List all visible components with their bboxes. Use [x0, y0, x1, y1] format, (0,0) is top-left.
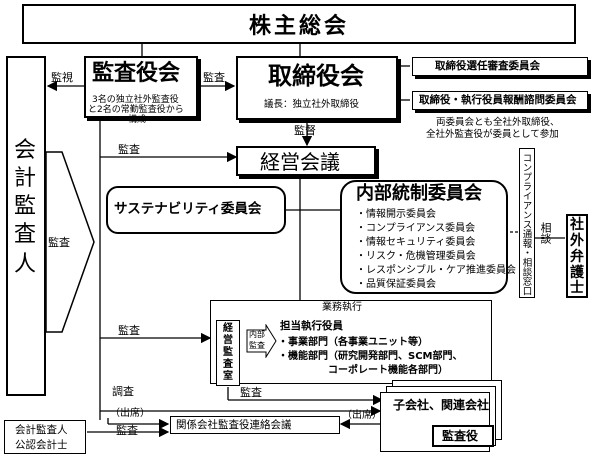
auditors-board-note-3: 構成 [128, 115, 147, 125]
compliance-desk-label: コンプライアンス通報・相談窓口 [520, 153, 532, 296]
label-shusseki-left: （出席） [110, 408, 150, 419]
label-kansa-business: 監査 [118, 324, 140, 337]
audit-office-char-3: 監 [223, 347, 233, 358]
internal-audit-label-1: 内部 [249, 330, 265, 339]
outside-lawyer-char-3: 弁 [570, 249, 584, 265]
cpa-box: 会計監査人 公認会計士 [4, 420, 86, 454]
label-kanshi: 監視 [51, 71, 73, 84]
consultation-label: 相談 [539, 222, 552, 244]
accounting-auditor-char-2: 計 [14, 166, 37, 191]
function-division-line-1: ・機能部門（研究開発部門、SCM部門、 [278, 351, 463, 362]
audit-office-char-5: 室 [223, 371, 233, 382]
auditors-board-note-2: と2名の常勤監査役から [88, 105, 184, 115]
business-execution-title: 業務執行 [322, 302, 362, 313]
audit-office-char-2: 営 [223, 335, 233, 346]
board-of-directors-box: 取締役会 議長：独立社外取締役 [236, 56, 398, 120]
internal-audit-label-2: 監査 [249, 341, 265, 350]
internal-control-item-3: ・情報セキュリティ委員会 [356, 237, 476, 248]
affiliate-auditor-meeting-label: 関係会社監査役連絡会議 [176, 419, 292, 431]
audit-office-char-1: 経 [223, 323, 233, 334]
shareholders-meeting-label: 株主総会 [248, 14, 349, 39]
board-title: 取締役会 [268, 62, 364, 90]
internal-control-item-4: ・リスク・危機管理委員会 [356, 251, 476, 262]
business-division-line: ・事業部門（各事業ユニット等） [278, 337, 428, 348]
board-chair: 議長：独立社外取締役 [264, 99, 360, 110]
cpa-label-1: 会計監査人 [15, 424, 68, 436]
label-kantoku: 監督 [294, 124, 316, 137]
compensation-committee-box: 取締役・執行役員報酬諮問委員会 [412, 91, 588, 110]
committee-note-2: 全社外監査役が委員として参加 [426, 129, 559, 140]
label-kansa-board: 監査 [203, 71, 225, 84]
outside-lawyer-char-5: 士 [570, 280, 584, 296]
accounting-auditor-char-4: 査 [14, 222, 37, 247]
internal-control-item-5: ・レスポンシブル・ケア推進委員会 [356, 265, 516, 276]
function-division-line-2: コーポレート機能各部門） [278, 365, 448, 376]
shareholders-meeting-box: 株主総会 [22, 4, 576, 44]
audit-big-arrow [45, 151, 95, 333]
nomination-committee-label: 取締役選任審査委員会 [435, 60, 540, 72]
subsidiaries-label: 子会社、関連会社 [393, 398, 490, 412]
outside-lawyer-box [566, 214, 588, 298]
label-chosa: 調査 [112, 385, 134, 398]
accounting-auditor-char-1: 会 [14, 138, 37, 163]
label-kansa-cpa: 監査 [116, 424, 138, 437]
outside-lawyer-char-2: 外 [570, 233, 584, 249]
affiliate-auditor-meeting-box: 関係会社監査役連絡会議 [170, 416, 340, 434]
auditors-board-note-1: 3名の独立社外監査役 [92, 95, 179, 105]
internal-audit-arrow [246, 324, 277, 358]
executive-officer-label: 担当執行役員 [280, 320, 343, 332]
management-meeting-label: 経営会議 [260, 150, 340, 174]
outside-lawyer-char-1: 社 [570, 217, 584, 233]
audit-office-box: 経 営 監 査 室 [216, 320, 240, 386]
subsidiary-auditor-box: 監査役 [432, 425, 494, 447]
auditors-board-title: 監査役会 [92, 61, 181, 86]
sustainability-committee-box: サステナビリティ委員会 [106, 186, 286, 234]
nomination-committee-box: 取締役選任審査委員会 [412, 57, 588, 76]
management-meeting-box: 経営会議 [236, 146, 376, 176]
accounting-auditor-box [6, 56, 46, 396]
internal-control-title: 内部統制委員会 [356, 183, 482, 204]
subsidiary-auditor-label: 監査役 [442, 429, 479, 443]
cpa-label-2: 公認会計士 [15, 439, 68, 451]
internal-control-item-1: ・情報開示委員会 [356, 209, 436, 220]
audit-office-char-4: 査 [223, 359, 233, 370]
outside-lawyer-char-4: 護 [570, 265, 584, 281]
label-kansa-subsidiaries: 監査 [240, 386, 262, 399]
internal-control-item-2: ・コンプライアンス委員会 [356, 223, 476, 234]
committee-note-1: 両委員会とも全社外取締役、 [436, 117, 560, 128]
label-kansa-arrow: 監査 [48, 236, 70, 249]
accounting-auditor-char-5: 人 [14, 252, 37, 277]
accounting-auditor-char-3: 監 [14, 194, 37, 219]
label-kansa-management: 監査 [118, 143, 140, 156]
compliance-desk-box: コンプライアンス通報・相談窓口 [519, 148, 535, 298]
label-shusseki-right: （出席） [342, 410, 382, 421]
internal-control-committee-box: 内部統制委員会 ・情報開示委員会 ・コンプライアンス委員会 ・情報セキュリティ委… [340, 180, 516, 294]
auditors-board-box: 監査役会 [84, 56, 198, 118]
compensation-committee-label: 取締役・執行役員報酬諮問委員会 [419, 94, 577, 106]
sustainability-committee-label: サステナビリティ委員会 [114, 201, 262, 217]
internal-control-item-6: ・品質保証委員会 [356, 279, 436, 290]
